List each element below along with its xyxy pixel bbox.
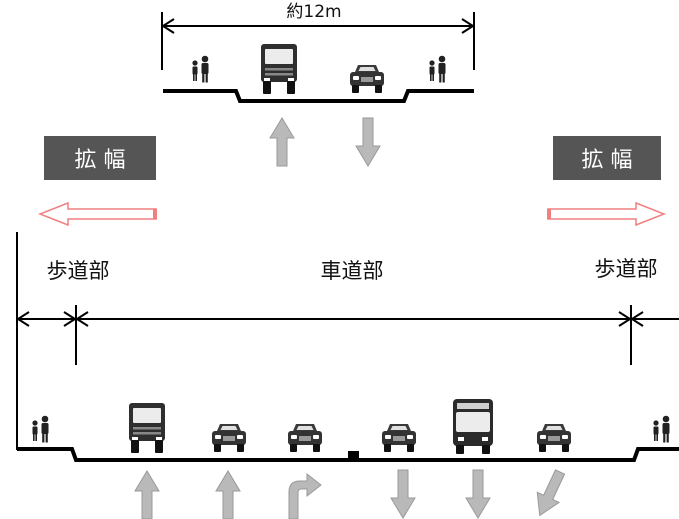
bottom-arrow-down-1-icon <box>390 469 416 519</box>
median-curb <box>348 451 359 460</box>
top-road-profile <box>163 89 474 103</box>
right-expansion-label: 拡 幅 <box>582 148 633 173</box>
bottom-truck-icon <box>129 403 165 453</box>
top-left-pedestrians-icon <box>192 55 209 83</box>
bottom-car-3-icon <box>382 424 416 452</box>
top-arrow-up-icon <box>269 117 295 167</box>
left-expansion-arrow-icon <box>37 201 157 227</box>
top-car-icon <box>350 65 384 93</box>
sidewalk-right-label: 歩道部 <box>595 257 658 281</box>
bottom-arrow-right-turn-icon <box>288 472 322 519</box>
sidewalk-left-label: 歩道部 <box>47 259 110 283</box>
right-expansion-arrow-icon <box>547 201 667 227</box>
bottom-arrow-down-left-icon <box>528 466 572 519</box>
bottom-car-4-icon <box>537 424 571 452</box>
bottom-arrow-up-1-icon <box>134 470 160 519</box>
bottom-car-1-icon <box>212 424 246 452</box>
bottom-arrow-down-2-icon <box>465 469 491 519</box>
right-expansion-badge: 拡 幅 <box>553 136 661 180</box>
top-dimension-line <box>161 12 475 70</box>
top-truck-icon <box>261 44 297 94</box>
left-expansion-label: 拡 幅 <box>75 148 126 173</box>
bottom-bus-icon <box>453 399 493 454</box>
top-right-pedestrians-icon <box>429 55 446 83</box>
roadway-label: 車道部 <box>321 259 384 283</box>
bottom-left-pedestrians-icon <box>32 415 49 443</box>
left-expansion-badge: 拡 幅 <box>44 136 156 180</box>
top-arrow-down-icon <box>355 117 381 167</box>
top-width-label: 約12m <box>286 2 341 22</box>
bottom-arrow-up-2-icon <box>215 470 241 519</box>
bottom-car-2-icon <box>288 424 322 452</box>
bottom-right-pedestrians-icon <box>653 415 670 443</box>
bottom-dimension-lines <box>16 232 679 450</box>
